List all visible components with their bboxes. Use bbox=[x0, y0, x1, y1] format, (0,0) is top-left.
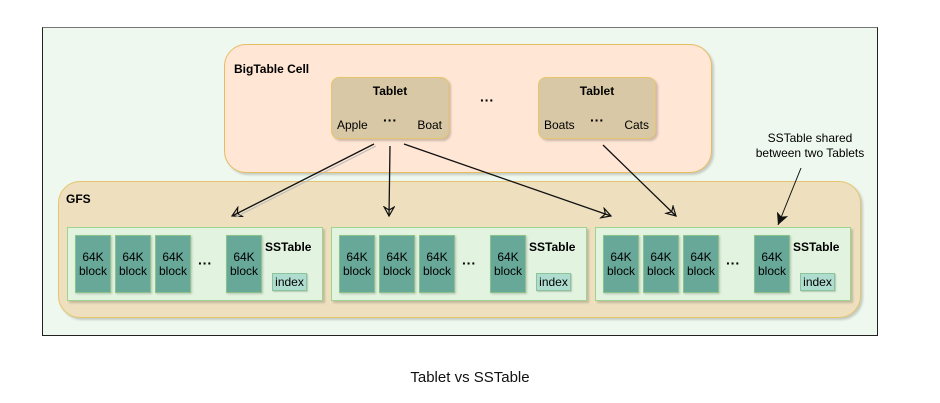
tablet-title: Tablet bbox=[579, 84, 615, 98]
annotation-line-1: SSTable shared bbox=[767, 131, 853, 145]
shared-sstable-annotation: SSTable shared between two Tablets bbox=[740, 131, 880, 161]
blocks-ellipsis: ··· bbox=[198, 255, 212, 271]
annotation-line-2: between two Tablets bbox=[755, 146, 865, 160]
tablet-ellipsis: ··· bbox=[383, 112, 397, 128]
gfs-label: GFS bbox=[66, 192, 91, 206]
figure-caption: Tablet vs SSTable bbox=[410, 369, 530, 386]
edge-tablet1-sstable3 bbox=[403, 143, 611, 216]
tablets-ellipsis: ··· bbox=[480, 92, 494, 108]
sstable-index: index bbox=[536, 273, 571, 291]
edge-tablet1-sstable2 bbox=[389, 145, 390, 216]
blocks-ellipsis: ··· bbox=[462, 255, 476, 271]
sstable-label: SSTable bbox=[265, 240, 312, 254]
bigtable-cell-label: BigTable Cell bbox=[234, 62, 310, 76]
sstable-index: index bbox=[800, 273, 835, 291]
tablet-ellipsis: ··· bbox=[590, 112, 604, 128]
tablet-start-key: Boats bbox=[544, 118, 575, 132]
edge-tablet1-sstable1 bbox=[232, 143, 375, 216]
tablet-end-key: Boat bbox=[417, 118, 442, 132]
tablet-end-key: Cats bbox=[624, 118, 649, 132]
sstable-label: SSTable bbox=[793, 240, 840, 254]
edge-tablet1-sstable1-shadow bbox=[235, 145, 377, 218]
blocks-ellipsis: ··· bbox=[726, 255, 740, 271]
tablet-title: Tablet bbox=[372, 84, 408, 98]
tablet-1: Tablet Apple ··· Boat bbox=[331, 77, 449, 139]
tablet-start-key: Apple bbox=[337, 118, 368, 132]
sstable-index: index bbox=[272, 273, 307, 291]
edge-tablet2-sstable3 bbox=[602, 144, 676, 216]
sstable-label: SSTable bbox=[529, 240, 576, 254]
edge-annotation-block bbox=[776, 167, 802, 226]
tablet-2: Tablet Boats ··· Cats bbox=[538, 77, 656, 139]
